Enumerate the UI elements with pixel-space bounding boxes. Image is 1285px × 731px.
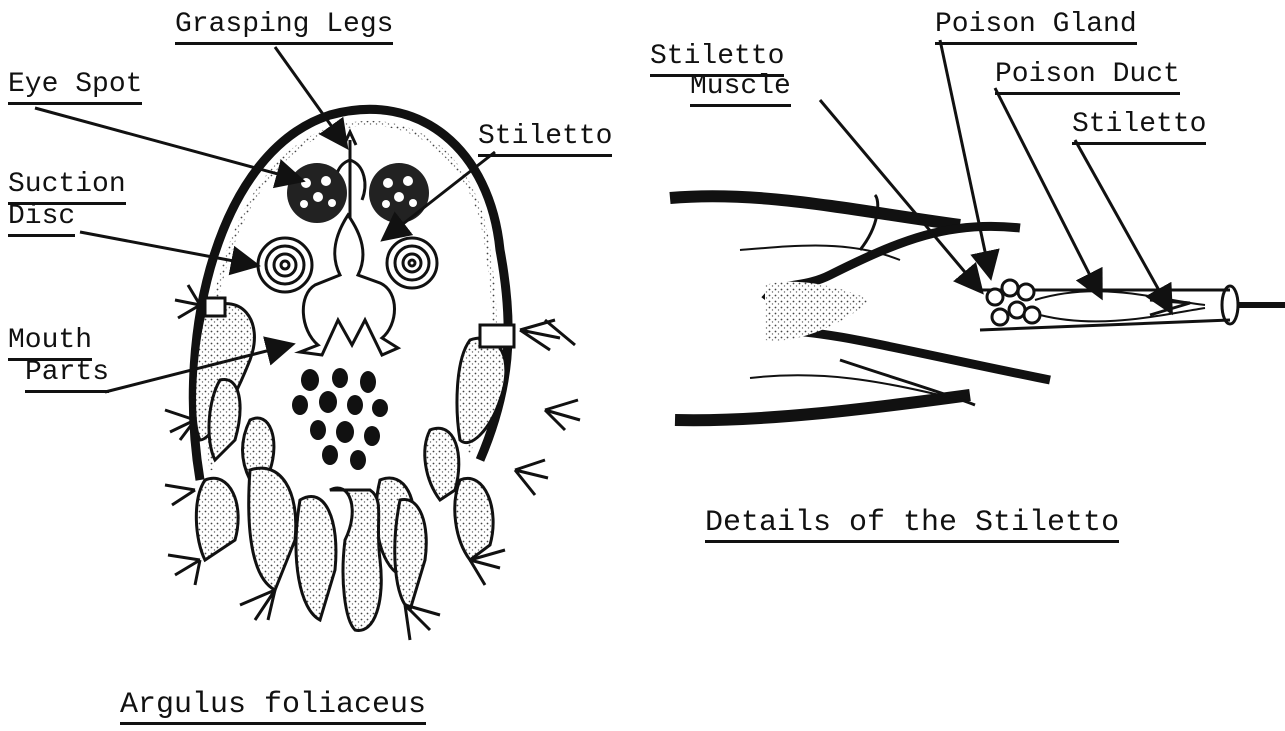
label-mouth: Mouth <box>8 326 92 361</box>
label-suction: Suction <box>8 170 126 205</box>
mouth-parts <box>300 215 398 355</box>
label-stiletto-left: Stiletto <box>478 122 612 157</box>
label-poison-gland: Poison Gland <box>935 10 1137 45</box>
label-eye-spot: Eye Spot <box>8 70 142 105</box>
eye-spot <box>287 163 429 223</box>
internal-spots <box>292 368 388 470</box>
label-grasping-legs: Grasping Legs <box>175 10 393 45</box>
label-stiletto-right: Stiletto <box>1072 110 1206 145</box>
label-parts: Parts <box>25 358 109 393</box>
stiletto-detail <box>670 195 1285 420</box>
poison-gland-cells <box>987 280 1040 325</box>
leg-joint <box>480 325 514 347</box>
appendages <box>195 304 506 631</box>
caption-stiletto-details: Details of the Stiletto <box>705 508 1119 543</box>
label-stiletto-muscle-2: Muscle <box>690 72 791 107</box>
caption-argulus: Argulus foliaceus <box>120 690 426 725</box>
label-disc: Disc <box>8 202 75 237</box>
label-poison-duct: Poison Duct <box>995 60 1180 95</box>
